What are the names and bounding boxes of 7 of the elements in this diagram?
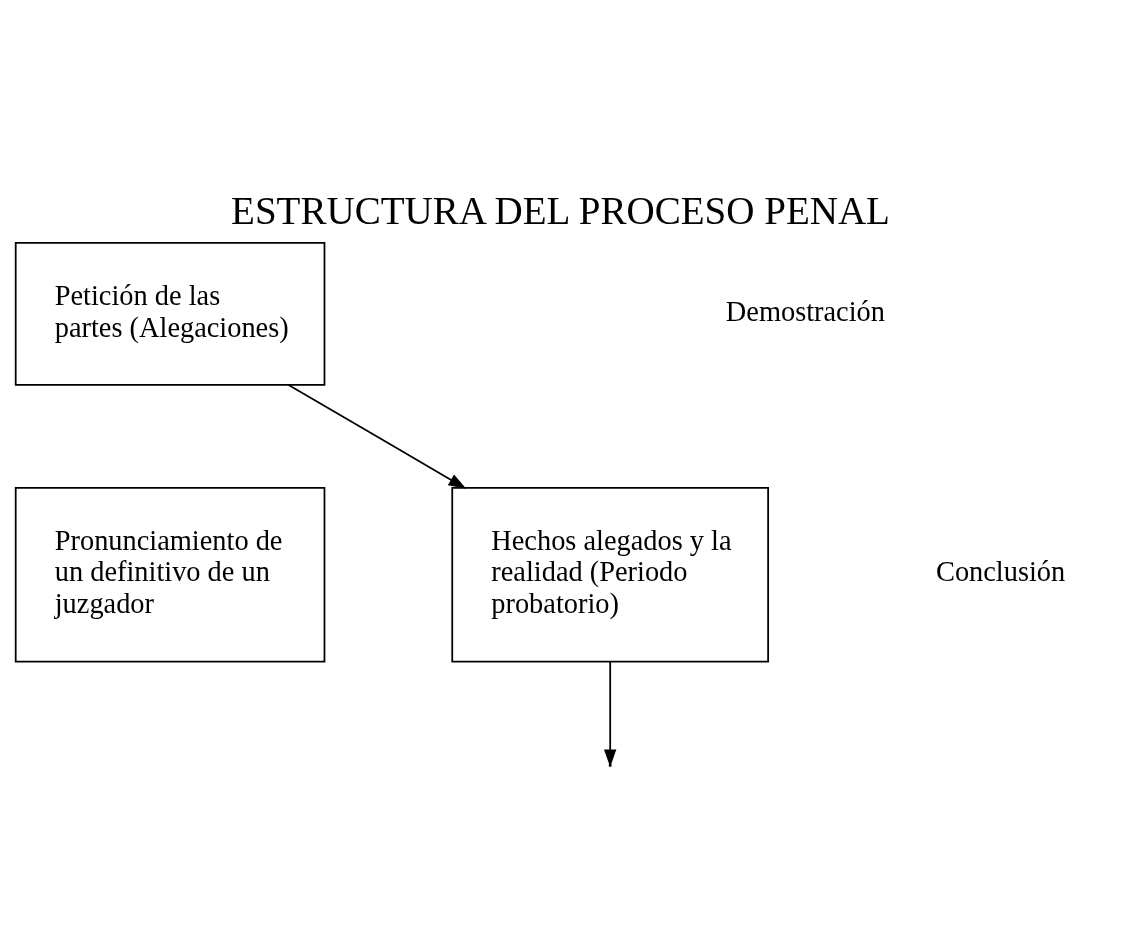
node-box: Pronunciamiento de un definitivo de un juzgador: [14, 486, 326, 663]
label: Conclusión: [935, 555, 1066, 587]
diagram-title: ESTRUCTURA DEL PROCESO PENAL: [231, 188, 890, 232]
label: Demostración: [725, 295, 885, 327]
arrow: [287, 383, 467, 489]
node-box: Hechos alegados y la realidad (Periodo probatorio): [451, 486, 769, 663]
node-box: Petición de las partes (Alegaciones): [14, 241, 326, 386]
